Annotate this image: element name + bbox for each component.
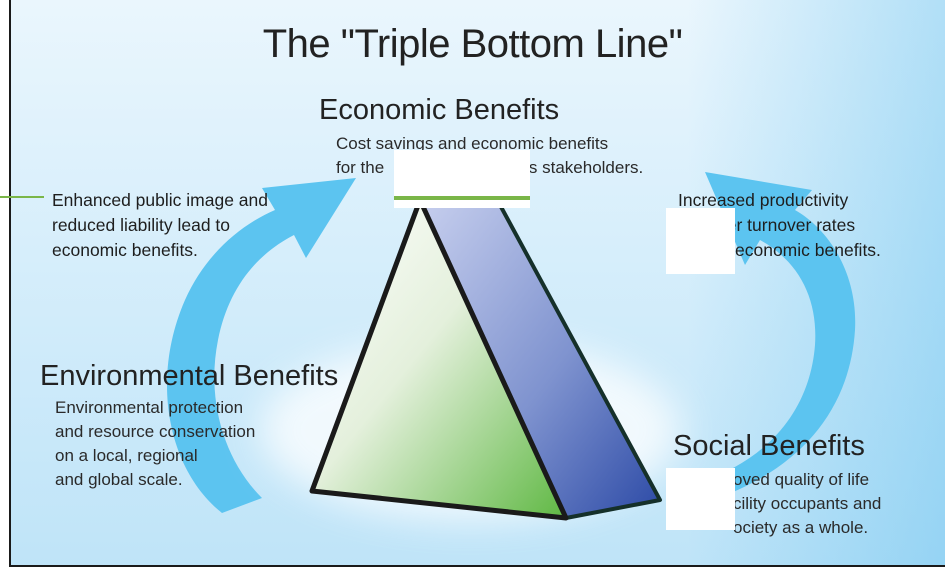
left-note-line: reduced liability lead to [52, 215, 231, 235]
left-note-line: Enhanced public image and [52, 190, 268, 210]
accent-line-left [0, 196, 44, 198]
diagram-title: The "Triple Bottom Line" [262, 22, 683, 66]
environmental-benefits-heading: Environmental Benefits [40, 360, 339, 392]
environmental-desc-line: and global scale. [55, 470, 183, 489]
social-benefits-heading: Social Benefits [673, 430, 865, 462]
right-note-line: economic benefits. [735, 240, 881, 260]
economic-benefits-description: Cost savings and economic benefits for t… [336, 132, 736, 180]
environmental-desc-line: Environmental protection [55, 398, 244, 417]
economic-underline [394, 196, 530, 200]
left-note-line: economic benefits. [52, 240, 198, 260]
social-benefits-description: oved quality of life cility occupants an… [668, 468, 918, 540]
right-cycle-arrow [700, 172, 856, 500]
economic-benefits-heading: Economic Benefits [319, 94, 560, 126]
social-desc-line: ociety as a whole. [733, 518, 869, 537]
right-note-line: ver turnover rates [718, 215, 856, 235]
right-note-line: Increased productivity [678, 190, 849, 210]
left-cycle-arrow [166, 178, 356, 513]
environmental-desc-line: and resource conservation [55, 422, 256, 441]
left-arrow-note: Enhanced public image and reduced liabil… [52, 188, 312, 263]
environmental-benefits-description: Environmental protection and resource co… [55, 396, 295, 492]
redaction-box-right-note [666, 208, 735, 274]
redaction-box-social [666, 468, 735, 530]
right-arrow-note: Increased productivity ver turnover rate… [678, 188, 928, 263]
triangle-front-face [309, 197, 569, 521]
social-desc-line: cility occupants and [733, 494, 882, 513]
social-desc-line: oved quality of life [733, 470, 870, 489]
environmental-desc-line: on a local, regional [55, 446, 198, 465]
economic-desc-line: Cost savings and economic benefits [336, 134, 609, 153]
